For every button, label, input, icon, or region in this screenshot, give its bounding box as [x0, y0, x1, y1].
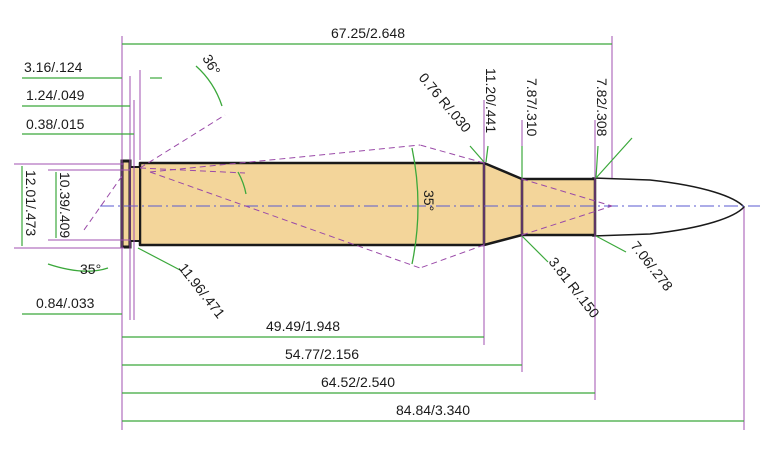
- bullet-diameter-label: 7.82/.308: [594, 78, 610, 137]
- bullet: [592, 177, 746, 237]
- neck-radius-label: 3.81 R/.150: [546, 254, 603, 321]
- dimension-lines: [21, 43, 744, 422]
- shoulder-angle-arc: [411, 147, 419, 265]
- rim-diameter-label: 12.01/.473: [23, 170, 39, 236]
- base-diameter-label: 11.96/.471: [176, 260, 229, 321]
- neck-length-label: 64.52/2.540: [321, 374, 395, 390]
- extractor-top-arc: [195, 65, 223, 107]
- extractor-bottom-arc: [47, 263, 109, 272]
- throat-diameter-label: 7.06/.278: [628, 238, 677, 294]
- body-length-label: 49.49/1.948: [266, 318, 340, 334]
- case-rim: [120, 159, 132, 249]
- rim-thickness-label: 3.16/.124: [24, 59, 83, 75]
- overall-case-length-label: 67.25/2.648: [331, 25, 405, 41]
- neck-diameter-label: 7.87/.310: [524, 78, 540, 137]
- case-body: [138, 161, 597, 247]
- shoulder-diameter-label: 11.20/.441: [483, 68, 499, 133]
- extractor-groove: [129, 166, 141, 242]
- groove-diameter-label: 10.39/.409: [57, 172, 73, 238]
- extractor-angle-bottom-label: 35°: [80, 261, 101, 277]
- angle-construction-lines: [83, 114, 613, 269]
- shoulder-angle-label: 35°: [421, 190, 437, 211]
- body-taper-arc: [237, 171, 247, 195]
- groove-width-label: 1.24/.049: [26, 87, 85, 103]
- shoulder-length-label: 54.77/2.156: [285, 346, 359, 362]
- bevel-length-label: 0.84/.033: [36, 295, 95, 311]
- shoulder-radius-label: 0.76 R/.030: [416, 70, 475, 136]
- groove-offset-label: 0.38/.015: [26, 116, 85, 132]
- bullet-ogive: [592, 177, 746, 237]
- overall-length-label: 84.84/3.340: [396, 402, 470, 418]
